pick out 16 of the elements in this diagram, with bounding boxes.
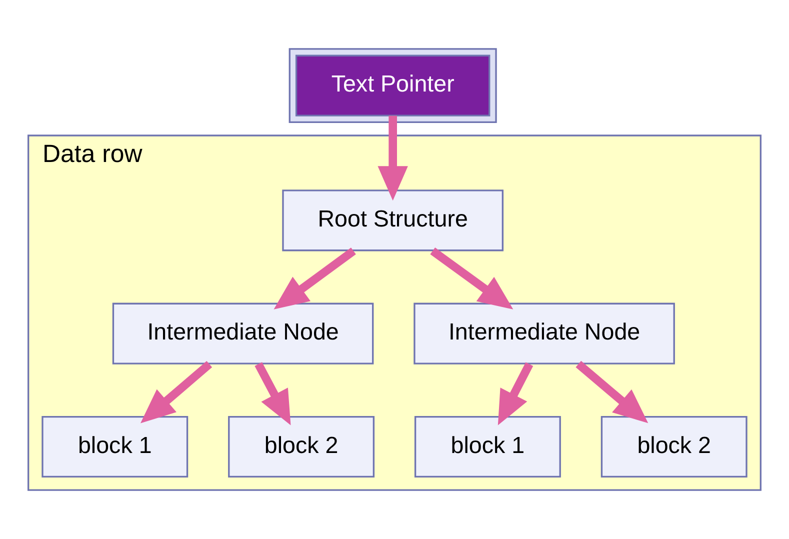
cluster (288, 48, 497, 124)
node-box: block 2 (228, 416, 375, 478)
node-box: Intermediate Node (414, 302, 675, 364)
arrow (274, 248, 356, 310)
arrow (254, 362, 291, 426)
node-box: Text Pointer (295, 54, 490, 116)
arrow (576, 360, 648, 424)
node-box: block 1 (414, 416, 561, 478)
node-box: Intermediate Node (112, 302, 374, 364)
arrow (140, 360, 212, 424)
node-box: Root Structure (282, 190, 504, 252)
arrow (378, 116, 408, 201)
arrow (430, 248, 514, 310)
arrow (498, 362, 534, 426)
node-box: block 1 (42, 416, 188, 478)
node-box: block 2 (600, 416, 748, 478)
